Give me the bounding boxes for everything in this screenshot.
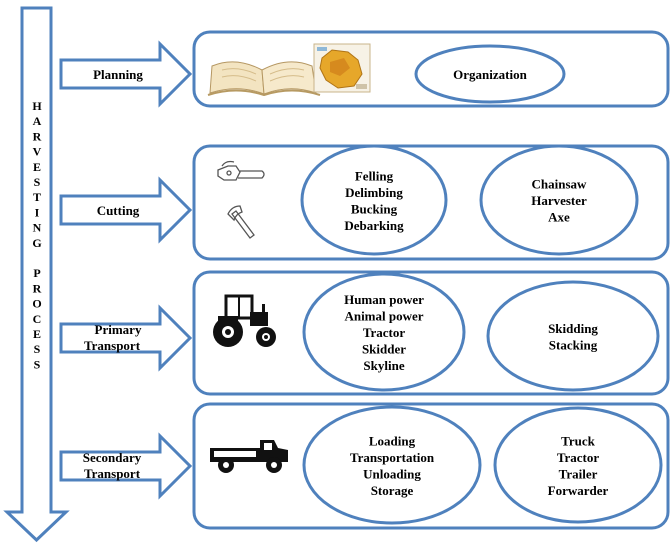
tractor-icon <box>213 294 276 347</box>
stage-groups-planning: Organization <box>414 44 566 104</box>
process-letter: A <box>33 114 42 128</box>
process-letter: P <box>33 266 40 280</box>
stage-label-primary-line2: Transport <box>84 338 141 353</box>
activity-item: Trailer <box>559 466 598 481</box>
activity-ellipse <box>302 405 482 525</box>
activity-item: Transportation <box>350 450 435 465</box>
activity-item: Tractor <box>557 450 600 465</box>
process-letter: S <box>34 175 41 189</box>
stage-label-cutting: Cutting <box>97 203 140 218</box>
stage-secondary-transport: Secondary Transport LoadingTransportatio… <box>59 402 670 530</box>
activity-item: Skidder <box>362 342 406 357</box>
stage-arrow-cutting <box>59 176 193 244</box>
process-letter: H <box>32 99 42 113</box>
activity-ellipse <box>302 272 466 392</box>
activity-ellipse <box>479 144 639 256</box>
activity-ellipse <box>414 44 566 104</box>
activity-item: Unloading <box>363 466 421 481</box>
process-letter: N <box>33 221 42 235</box>
activity-item: Skyline <box>363 358 404 373</box>
activity-item: Forwarder <box>548 483 609 498</box>
stage-label-secondary-line2: Transport <box>84 466 141 481</box>
activity-item: Delimbing <box>345 185 403 200</box>
process-letter: G <box>32 236 41 250</box>
stage-arrow-secondary-transport <box>59 432 193 500</box>
stage-arrow-planning <box>59 40 193 108</box>
process-letter: O <box>32 297 41 311</box>
activity-ellipse <box>486 280 660 392</box>
axe-icon <box>227 205 255 239</box>
open-book-icon <box>207 61 321 97</box>
activity-item: Skidding <box>548 321 598 336</box>
process-letter: T <box>33 190 41 204</box>
process-letter: E <box>33 160 41 174</box>
process-letter: S <box>34 357 41 371</box>
stage-label-secondary-line1: Secondary <box>83 450 142 465</box>
map-icon <box>313 43 371 93</box>
activity-item: Stacking <box>549 337 598 352</box>
stage-planning: Planning Organization <box>59 30 670 108</box>
process-letter: C <box>33 312 42 326</box>
activity-item: Animal power <box>344 309 423 324</box>
activity-item: Organization <box>453 67 527 82</box>
activity-item: Loading <box>369 433 416 448</box>
activity-item: Felling <box>355 168 394 183</box>
process-letter: R <box>33 129 42 143</box>
process-letter: S <box>34 342 41 356</box>
activity-ellipse <box>300 144 448 256</box>
activity-item: Bucking <box>351 201 398 216</box>
stage-label-primary-line1: Primary <box>95 322 142 337</box>
process-letter: V <box>33 145 42 159</box>
activity-item: Human power <box>344 292 424 307</box>
process-letter: I <box>35 205 40 219</box>
activity-item: Debarking <box>344 218 404 233</box>
activity-item: Truck <box>561 433 595 448</box>
activity-item: Tractor <box>363 325 406 340</box>
activity-item: Storage <box>371 483 414 498</box>
stage-arrow-primary-transport <box>59 304 193 372</box>
activity-item: Chainsaw <box>532 177 588 192</box>
truck-icon <box>210 440 288 473</box>
chainsaw-icon <box>217 160 265 181</box>
stage-label-planning: Planning <box>93 67 143 82</box>
process-letter: E <box>33 327 41 341</box>
activity-ellipse <box>493 406 663 524</box>
activity-item: Axe <box>548 210 570 225</box>
stage-cutting: Cutting FellingDelimbingBuckingDebarking… <box>59 144 670 261</box>
process-letter: R <box>33 281 42 295</box>
activity-item: Harvester <box>531 193 587 208</box>
